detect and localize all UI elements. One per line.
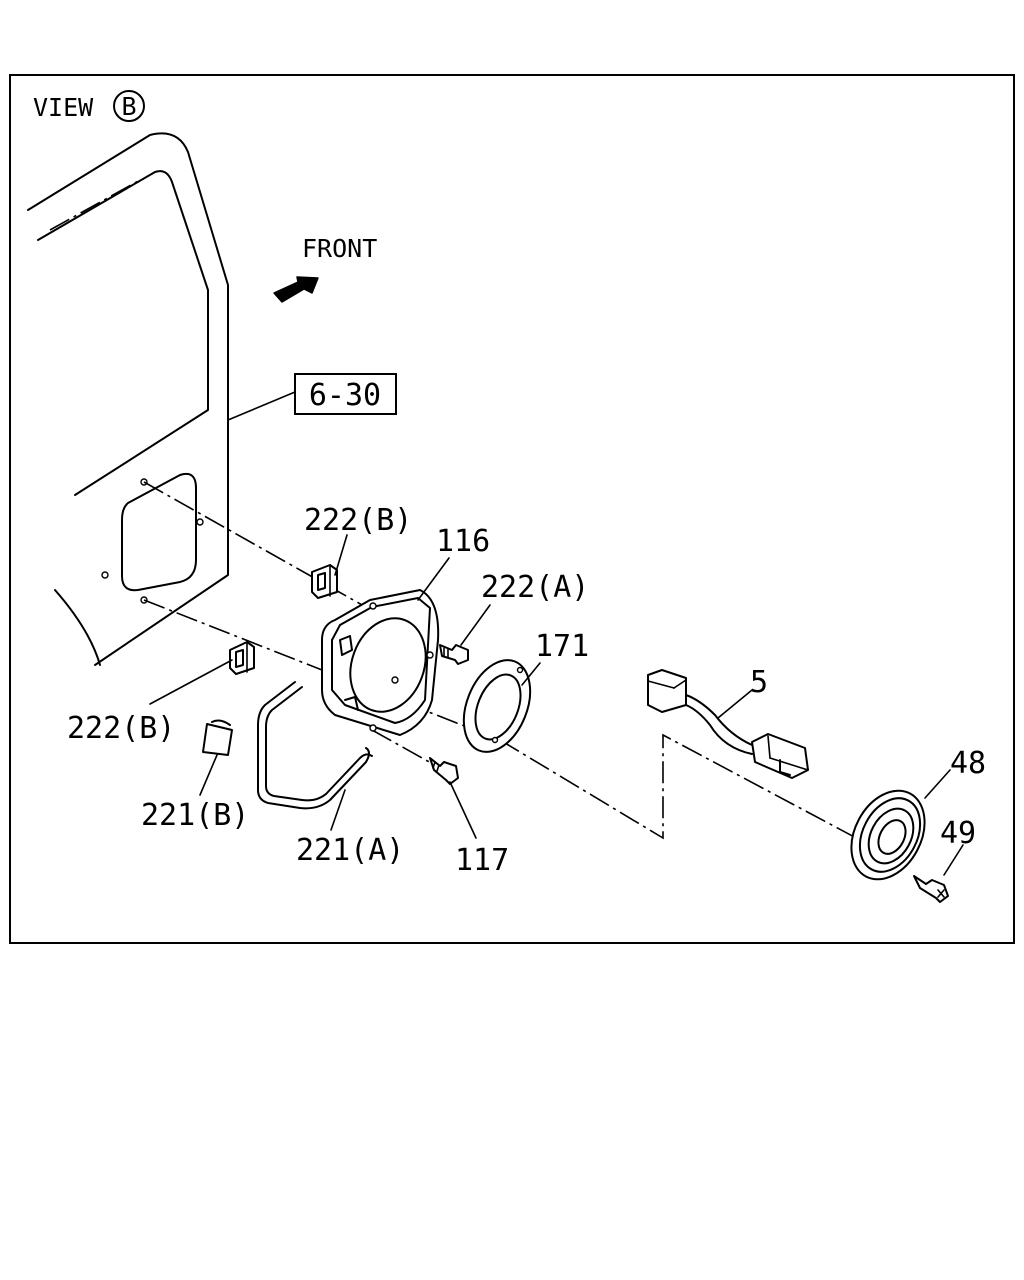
speaker-bracket-116 [321, 589, 440, 736]
front-arrow-icon [273, 276, 319, 303]
screw-222a [439, 644, 469, 665]
callout-labels: 222(B) 116 222(A) 171 5 222(B) 221(B) 22… [67, 503, 986, 878]
view-heading: VIEW B [33, 90, 145, 122]
callout-49: 49 [940, 816, 976, 851]
view-prefix: VIEW [33, 93, 94, 122]
callout-116: 116 [436, 524, 490, 559]
view-letter-circle [113, 90, 145, 122]
callout-48: 48 [950, 746, 986, 781]
callout-222b-left: 222(B) [67, 711, 175, 746]
callout-5: 5 [750, 665, 768, 700]
screw-117 [429, 757, 459, 785]
diagram-frame [9, 74, 1015, 944]
front-indicator: FRONT [273, 234, 377, 303]
view-letter: B [121, 92, 136, 121]
callout-221a: 221(A) [296, 833, 404, 868]
door-panel [27, 132, 229, 666]
clip-222b-top [311, 564, 338, 599]
leader-lines [149, 534, 964, 876]
trim-ring-171 [462, 659, 532, 753]
speaker-48 [850, 789, 926, 881]
callout-222a: 222(A) [481, 570, 589, 605]
front-label: FRONT [302, 234, 377, 263]
harness-5 [647, 669, 809, 779]
clip-222b-left [229, 641, 255, 675]
callout-221b: 221(B) [141, 798, 249, 833]
callout-171: 171 [535, 629, 589, 664]
reference-box: 6-30 [227, 373, 397, 421]
callout-222b-top: 222(B) [304, 503, 412, 538]
clip-221b [202, 719, 233, 756]
screw-49 [913, 875, 949, 903]
reference-box-text: 6-30 [309, 378, 381, 413]
callout-117: 117 [455, 843, 509, 878]
seal-221a [257, 681, 373, 810]
